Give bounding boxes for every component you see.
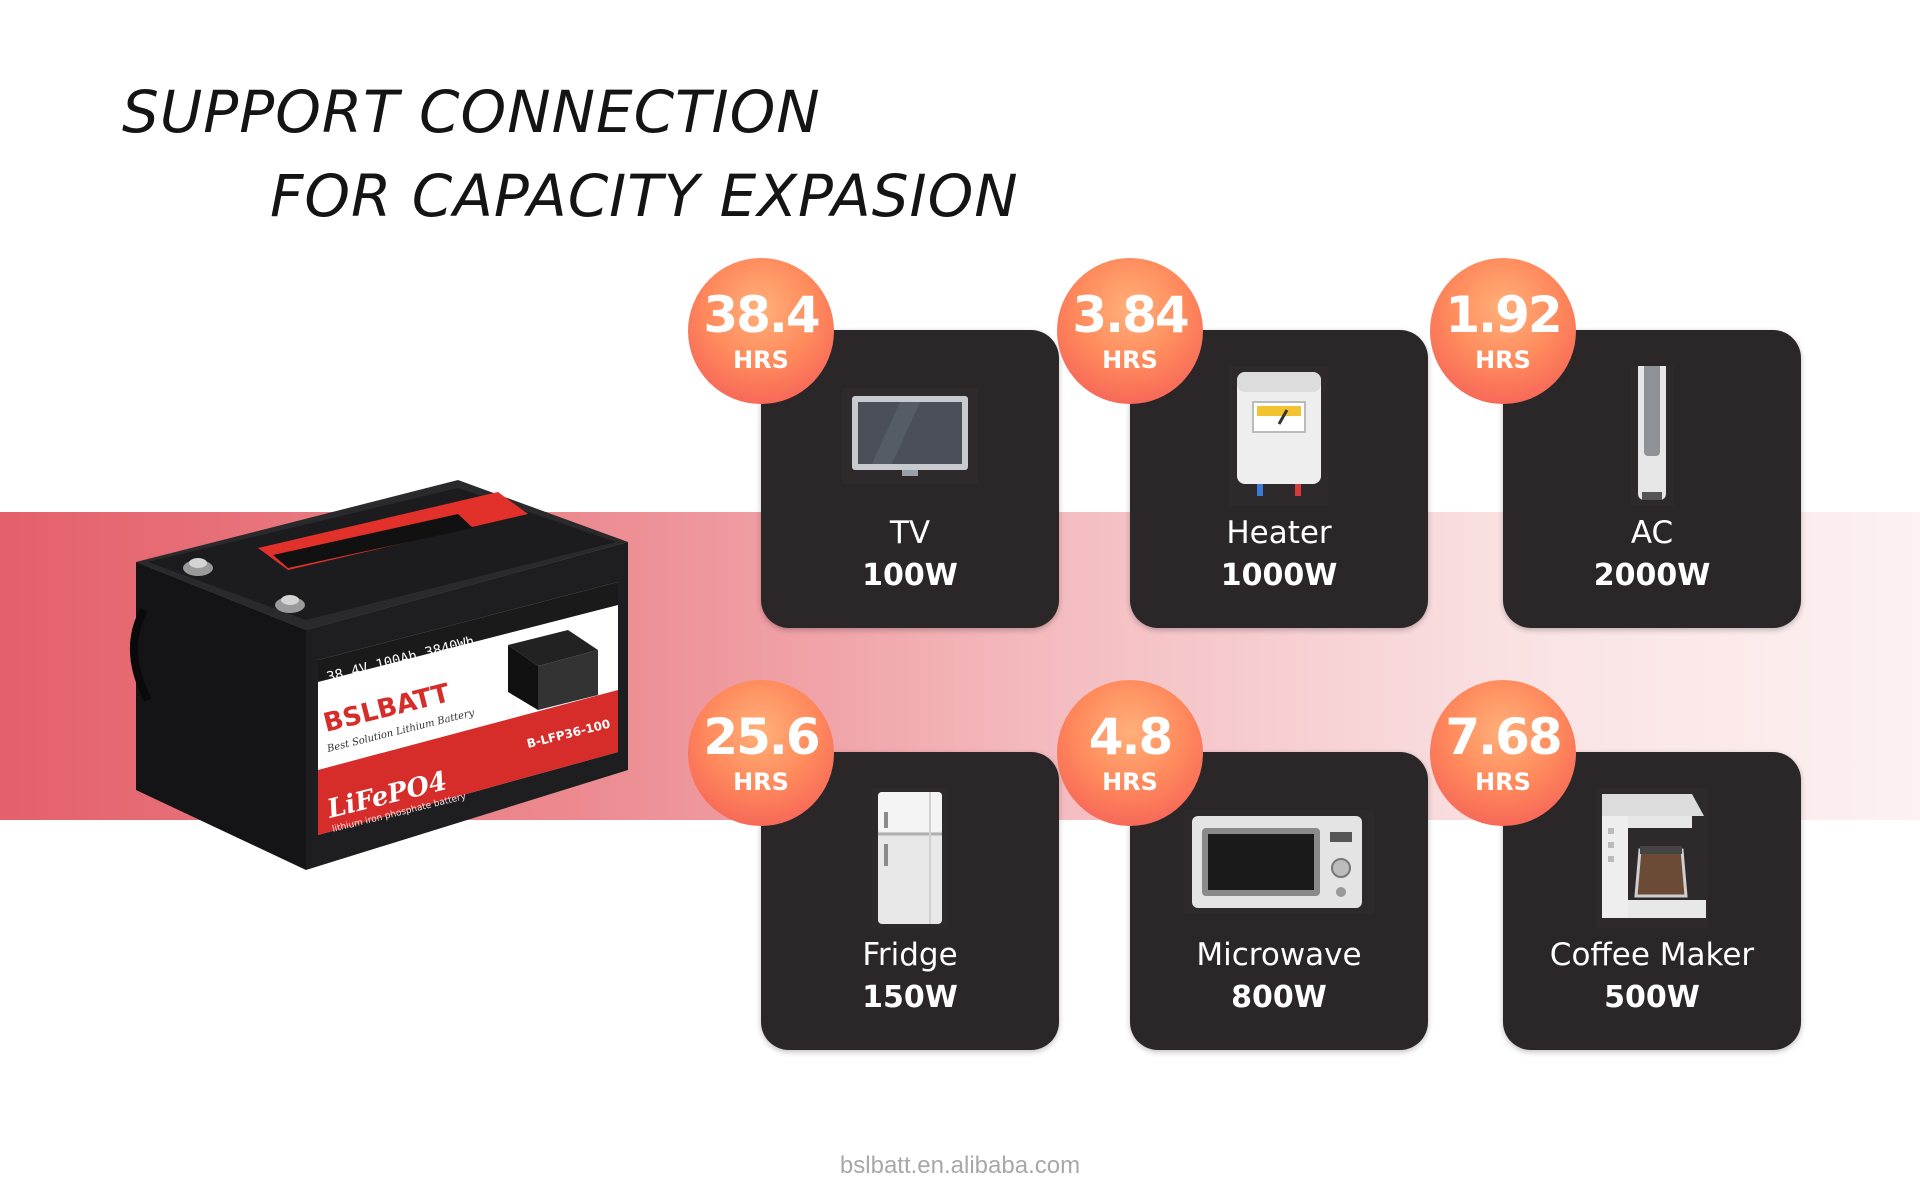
- runtime-unit: HRS: [1475, 346, 1531, 374]
- runtime-badge-heater: 3.84 HRS: [1057, 258, 1203, 404]
- footer-url: bslbatt.en.alibaba.com: [839, 1152, 1081, 1179]
- runtime-hours: 1.92: [1445, 286, 1562, 344]
- runtime-badge-tv: 38.4 HRS: [688, 258, 834, 404]
- runtime-unit: HRS: [733, 346, 789, 374]
- runtime-unit: HRS: [1102, 768, 1158, 796]
- runtime-unit: HRS: [733, 768, 789, 796]
- headline-line-2: FOR CAPACITY EXPASION: [270, 162, 1019, 230]
- appliance-watts: 500W: [1604, 980, 1700, 1015]
- appliance-name: Microwave: [1196, 937, 1362, 973]
- runtime-badge-ac: 1.92 HRS: [1430, 258, 1576, 404]
- appliance-card-heater: Heater 1000W: [1130, 330, 1428, 628]
- appliance-watts: 150W: [862, 980, 958, 1015]
- appliance-watts: 800W: [1231, 980, 1327, 1015]
- tv-icon: [840, 366, 980, 506]
- runtime-hours: 25.6: [703, 708, 820, 766]
- water-heater-icon: [1209, 366, 1349, 506]
- appliance-watts: 2000W: [1593, 558, 1711, 593]
- appliance-name: Fridge: [862, 937, 958, 973]
- headline-line-1: SUPPORT CONNECTION: [122, 78, 821, 146]
- appliance-name: Heater: [1226, 515, 1332, 551]
- appliance-name: Coffee Maker: [1549, 937, 1755, 973]
- appliance-watts: 100W: [862, 558, 958, 593]
- microwave-icon: [1184, 788, 1374, 928]
- fridge-icon: [840, 788, 980, 928]
- battery-product-image: 38.4V 100Ah 3840Wh BSLBATT Best Solution…: [130, 480, 628, 870]
- runtime-hours: 7.68: [1445, 708, 1562, 766]
- runtime-badge-fridge: 25.6 HRS: [688, 680, 834, 826]
- runtime-hours: 3.84: [1072, 286, 1189, 344]
- coffee-maker-icon: [1582, 788, 1722, 928]
- runtime-unit: HRS: [1475, 768, 1531, 796]
- appliance-name: TV: [889, 515, 931, 551]
- appliance-card-coffee-maker: Coffee Maker 500W: [1503, 752, 1801, 1050]
- runtime-hours: 38.4: [703, 286, 820, 344]
- runtime-hours: 4.8: [1088, 708, 1174, 766]
- appliance-watts: 1000W: [1220, 558, 1338, 593]
- runtime-unit: HRS: [1102, 346, 1158, 374]
- runtime-badge-microwave: 4.8 HRS: [1057, 680, 1203, 826]
- runtime-badge-coffee-maker: 7.68 HRS: [1430, 680, 1576, 826]
- air-conditioner-icon: [1582, 336, 1722, 506]
- appliance-name: AC: [1630, 515, 1674, 551]
